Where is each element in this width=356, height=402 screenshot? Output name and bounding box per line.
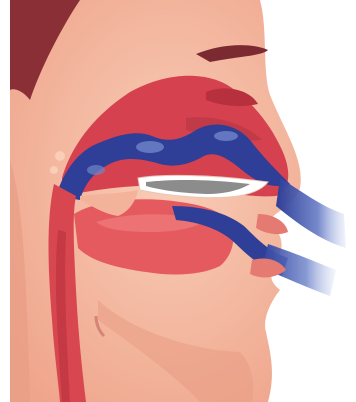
airflow-highlight-3 — [87, 165, 105, 175]
nose-air-stream — [276, 178, 346, 248]
airflow-highlight-1 — [136, 141, 164, 153]
adenoid-nodule-1 — [55, 151, 65, 161]
airflow-highlight-2 — [214, 131, 238, 141]
adenoid-nodule-2 — [50, 166, 58, 174]
